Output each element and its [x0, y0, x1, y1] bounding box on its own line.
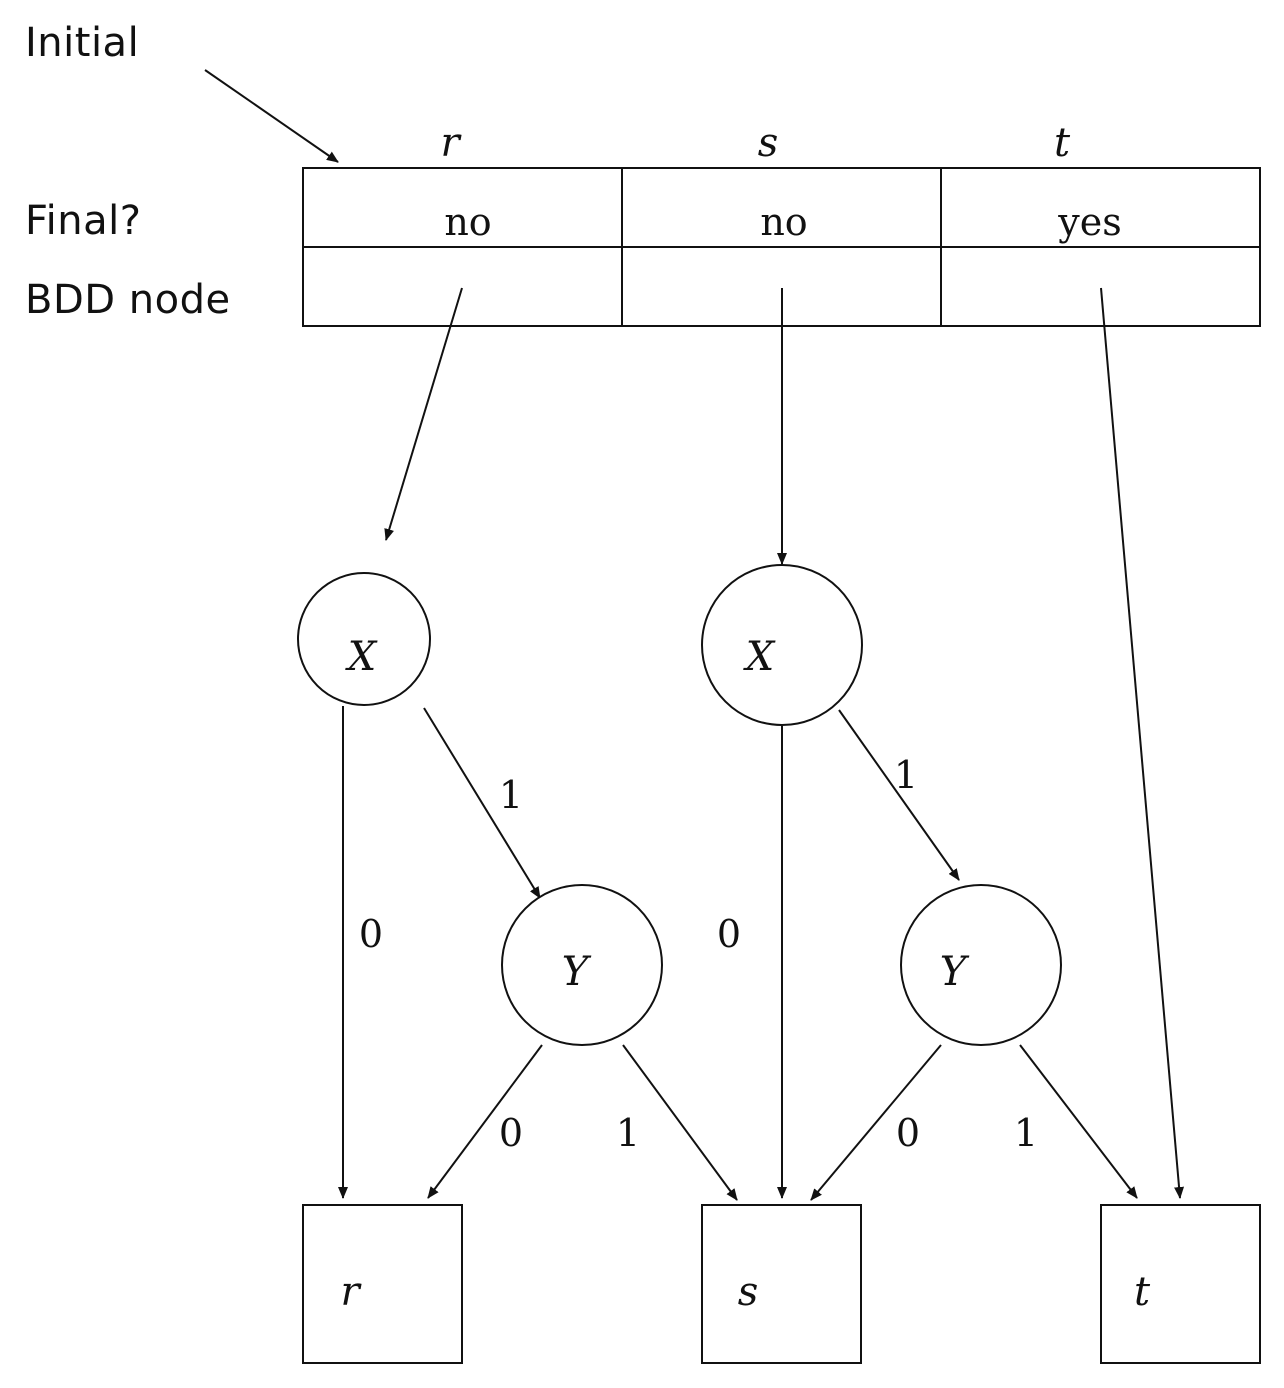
node-x-right-label: X: [743, 634, 776, 680]
bdd-node-row-label: BDD node: [25, 277, 231, 323]
column-header-r: r: [440, 120, 462, 166]
node-x-left-label: X: [345, 634, 378, 680]
terminal-s-label: s: [738, 1269, 759, 1315]
final-row-label: Final?: [25, 198, 141, 244]
edge-x-right-to-y-right: [838, 709, 960, 881]
final-cell-s: no: [760, 200, 807, 244]
edge-label-x-right-high: 1: [894, 753, 918, 797]
edge-x-left-to-y-left: [423, 707, 541, 899]
terminal-t-label: t: [1134, 1269, 1151, 1315]
node-x-right: X: [701, 564, 863, 726]
initial-arrow: [204, 69, 339, 163]
node-x-left: X: [297, 572, 431, 706]
terminal-s: s: [701, 1204, 862, 1364]
edge-label-y-right-high: 1: [1014, 1111, 1038, 1155]
edge-label-y-left-high: 1: [616, 1111, 640, 1155]
edge-label-x-left-low: 0: [359, 912, 383, 956]
edge-label-x-left-high: 1: [499, 773, 523, 817]
pointer-arrow-r: [384, 287, 463, 541]
node-y-right-label: Y: [940, 949, 970, 995]
initial-label: Initial: [25, 20, 139, 66]
edge-y-left-to-s: [622, 1044, 738, 1201]
terminal-t: t: [1100, 1204, 1261, 1364]
final-cell-t: yes: [1057, 200, 1121, 244]
node-y-left-label: Y: [562, 949, 592, 995]
final-cell-r: no: [444, 200, 491, 244]
edge-label-y-right-low: 0: [896, 1111, 920, 1155]
column-header-s: s: [758, 120, 779, 166]
node-y-right: Y: [900, 884, 1062, 1046]
edge-y-left-to-r: [427, 1044, 543, 1199]
pointer-arrow-t: [1100, 287, 1185, 1199]
edge-y-right-to-s: [810, 1044, 942, 1201]
column-header-t: t: [1054, 120, 1071, 166]
edge-y-right-to-t: [1019, 1044, 1138, 1199]
node-y-left: Y: [501, 884, 663, 1046]
terminal-r: r: [302, 1204, 463, 1364]
terminal-r-label: r: [340, 1269, 362, 1315]
edge-label-y-left-low: 0: [499, 1111, 523, 1155]
edge-label-x-right-low: 0: [717, 912, 741, 956]
